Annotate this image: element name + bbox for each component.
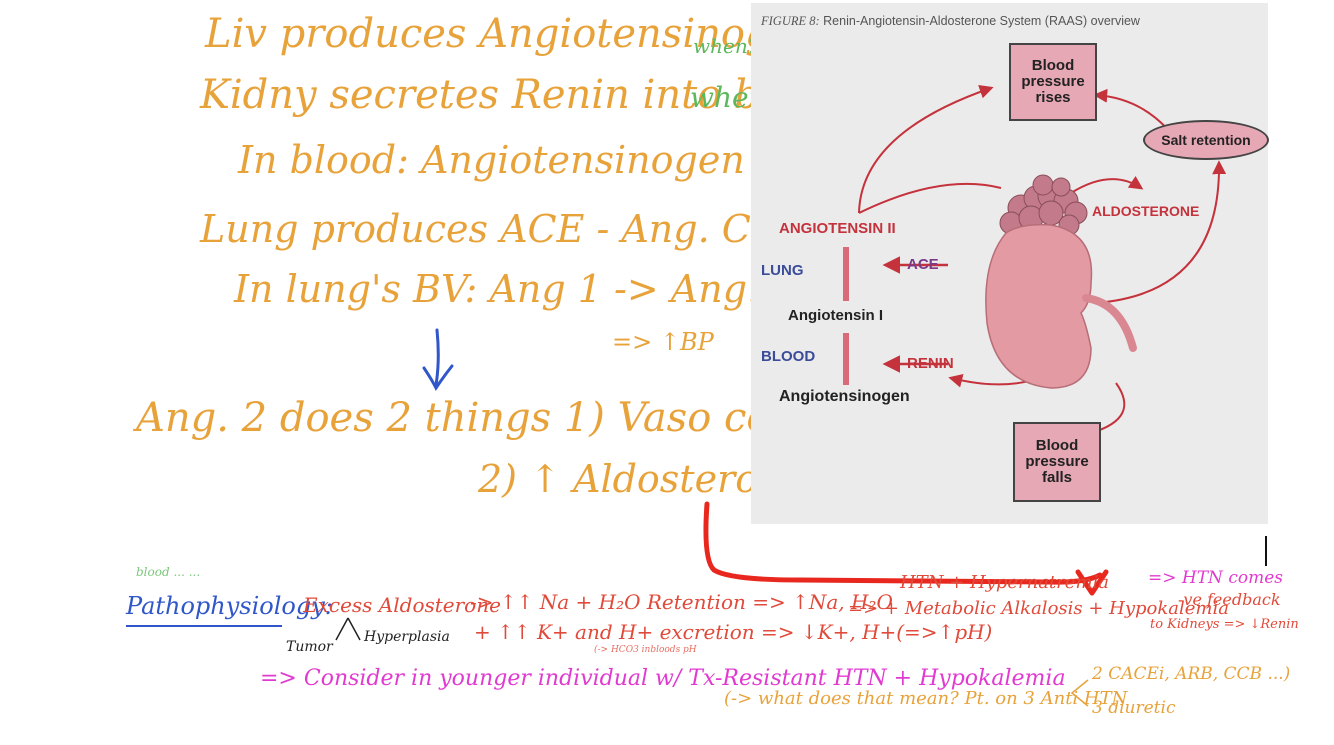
note-vasoconstriction-effect: => ↑BP: [612, 328, 714, 356]
label-angiotensin-i: Angiotensin I: [788, 307, 883, 324]
label-angiotensinogen: Angiotensinogen: [779, 388, 910, 405]
figure-caption-label: FIGURE 8:: [761, 14, 820, 28]
label-blood: BLOOD: [761, 348, 816, 365]
label-aldosterone: ALDOSTERONE: [1092, 203, 1200, 219]
htn-feedback-2: -ve feedback: [1178, 590, 1281, 609]
note-line-kidney: Kidny secretes Renin into blood: [200, 72, 847, 118]
cause-hyperplasia: Hyperplasia: [364, 629, 450, 645]
text-cursor: [1265, 536, 1267, 566]
label-renin: RENIN: [907, 355, 954, 372]
blood-pressure-rises-box: Blood pressure rises: [1009, 43, 1097, 121]
note-line-aldosterone: 2) ↑ Aldosterone: [478, 457, 806, 501]
drug-list-2: 3 diuretic: [1092, 698, 1176, 718]
label-lung: LUNG: [761, 262, 804, 279]
figure-caption: FIGURE 8: Renin-Angiotensin-Aldosterone …: [761, 14, 1140, 29]
what-does-line: (-> what does that mean? Pt. on 3 Anti H…: [724, 688, 1128, 709]
drug-list-1: 2 CACEi, ARB, CCB ...): [1092, 664, 1291, 684]
excess-aldosterone: Excess Aldosterone: [303, 593, 501, 617]
figure-caption-text: Renin-Angiotensin-Aldosterone System (RA…: [823, 14, 1140, 28]
raas-diagram-graphics: [843, 85, 1227, 434]
note-truncated-line: blood ... ...: [136, 565, 201, 579]
metabolic-alkalosis: => + Metabolic Alkalosis + Hypokalemia: [848, 598, 1229, 619]
note-line-lung-bv: In lung's BV: Ang 1 -> Ang. 2: [234, 267, 796, 311]
label-angiotensin-ii: ANGIOTENSIN II: [779, 220, 896, 237]
htn-feedback-1: => HTN comes: [1148, 568, 1283, 588]
htn-feedback-3: to Kidneys => ↓Renin: [1150, 617, 1299, 632]
na-water-retention: -> ↑↑ Na + H₂O Retention => ↑Na, H₂O: [470, 590, 893, 614]
k-h-excretion: + ↑↑ K+ and H+ excretion => ↓K+, H+(=>↑p…: [474, 620, 993, 644]
pathophysiology-label: Pathophysiology:: [126, 592, 333, 620]
cause-tumor: Tumor: [286, 639, 333, 655]
raas-figure: FIGURE 8: Renin-Angiotensin-Aldosterone …: [751, 3, 1269, 524]
blood-pressure-falls-box: Blood pressure falls: [1013, 422, 1101, 502]
hco3-note: (-> HCO3 inbloods pH: [594, 645, 697, 655]
htn-hypernatremia: HTN + Hypernatremia: [900, 572, 1109, 593]
note-line-liver: Liv produces Angiotensinogen: [205, 11, 820, 57]
label-ace: ACE: [907, 256, 939, 273]
salt-retention-node: Salt retention: [1143, 120, 1269, 160]
consider-line: => Consider in younger individual w/ Tx-…: [260, 666, 1066, 691]
note-side-question-1: when?: [693, 34, 759, 58]
